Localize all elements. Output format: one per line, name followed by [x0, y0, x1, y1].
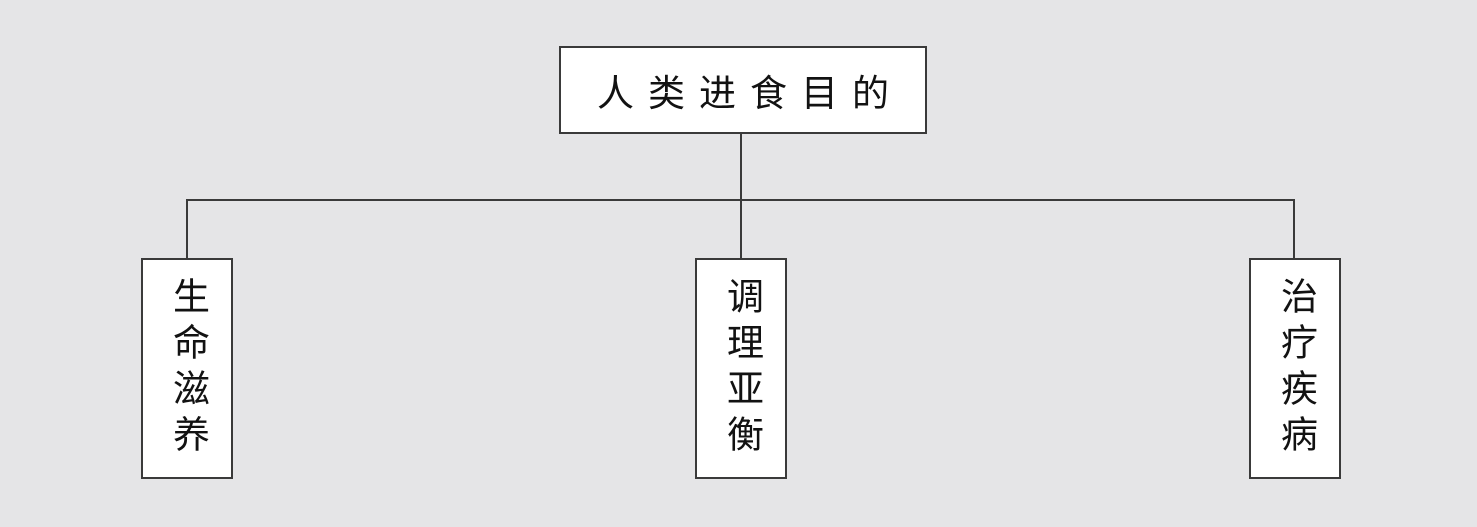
connector-root-to-middle: [740, 134, 742, 258]
child-node-label: 生命滋养: [166, 276, 208, 461]
child-node-label: 调理亚衡: [720, 276, 762, 461]
child-node-label: 治疗疾病: [1274, 276, 1316, 461]
child-node-treat-disease: 治疗疾病: [1249, 258, 1341, 479]
root-node-label: 人类进食目的: [597, 74, 903, 115]
root-node: 人类进食目的: [559, 46, 927, 134]
child-node-life-nourishment: 生命滋养: [141, 258, 233, 479]
child-node-regulate-subhealth: 调理亚衡: [695, 258, 787, 479]
connector-left-drop: [186, 199, 188, 258]
connector-right-drop: [1293, 199, 1295, 258]
connector-horizontal-rail: [186, 199, 1295, 201]
